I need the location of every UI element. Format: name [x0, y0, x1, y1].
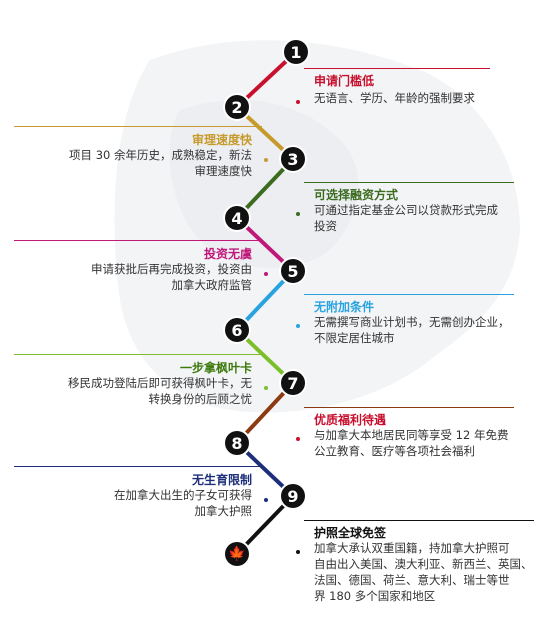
node-9: 9 — [281, 484, 305, 508]
item-2-bar — [14, 126, 262, 127]
node-2: 2 — [225, 95, 249, 119]
item-4-title: 投资无虞 — [203, 247, 252, 261]
item-5-bar — [304, 294, 514, 295]
item-8-bar — [14, 466, 262, 467]
item-1-title: 申请门槛低 — [314, 74, 375, 88]
node-8: 8 — [225, 431, 249, 455]
item-3-desc: 可通过指定基金公司以贷款形式完成投资 — [314, 203, 498, 233]
item-8-title: 无生育限制 — [191, 473, 252, 487]
item-7-desc: 与加拿大本地居民同等享受 12 年免费公立教育、医疗等各项社会福利 — [314, 428, 509, 458]
item-8-desc: 在加拿大出生的子女可获得加拿大护照 — [114, 488, 252, 518]
item-1-bar — [304, 68, 490, 69]
item-6-bar — [14, 354, 262, 355]
item-6-title: 一步拿枫叶卡 — [179, 361, 252, 375]
item-5-dot — [296, 324, 300, 328]
item-3-dot — [296, 212, 300, 216]
item-6-dot — [264, 386, 268, 390]
node-7: 7 — [281, 371, 305, 395]
node-5: 5 — [281, 259, 305, 283]
item-6-desc: 移民成功登陆后即可获得枫叶卡，无转换身份的后顾之忧 — [68, 376, 252, 406]
item-7-title: 优质福利待遇 — [314, 413, 387, 427]
item-9-bar — [304, 520, 534, 521]
item-9-dot — [296, 550, 300, 554]
item-2-title: 审理速度快 — [191, 133, 252, 147]
node-1: 1 — [284, 40, 308, 64]
connector-9 — [235, 494, 295, 556]
item-4-dot — [264, 272, 268, 276]
item-1-desc: 无语言、学历、年龄的强制要求 — [314, 91, 475, 105]
item-4-bar — [14, 240, 262, 241]
node-3: 3 — [281, 147, 305, 171]
item-4-desc: 申请获批后再完成投资，投资由加拿大政府监管 — [91, 262, 252, 292]
item-5-desc: 无需撰写商业计划书，无需创办企业，不限定居住城市 — [314, 315, 510, 345]
item-3-bar — [304, 182, 514, 183]
item-1-dot — [296, 100, 300, 104]
connector-5 — [235, 269, 295, 332]
node-4: 4 — [225, 206, 249, 230]
maple-leaf-icon: 🍁 — [225, 542, 249, 566]
connector-1 — [235, 50, 298, 109]
item-9-desc: 加拿大承认双重国籍，持加拿大护照可自由出入美国、澳大利亚、新西兰、英国、法国、德… — [314, 541, 533, 603]
connector-3 — [235, 157, 295, 220]
item-8-dot — [264, 498, 268, 502]
item-2-dot — [264, 158, 268, 162]
node-6: 6 — [225, 318, 249, 342]
item-3-title: 可选择融资方式 — [314, 188, 399, 202]
item-9-title: 护照全球免签 — [314, 526, 387, 540]
item-2-desc: 项目 30 余年历史，成熟稳定，新法审理速度快 — [69, 148, 252, 178]
item-7-dot — [296, 437, 300, 441]
item-5-title: 无附加条件 — [314, 300, 375, 314]
connector-7 — [235, 381, 295, 445]
item-7-bar — [304, 407, 514, 408]
